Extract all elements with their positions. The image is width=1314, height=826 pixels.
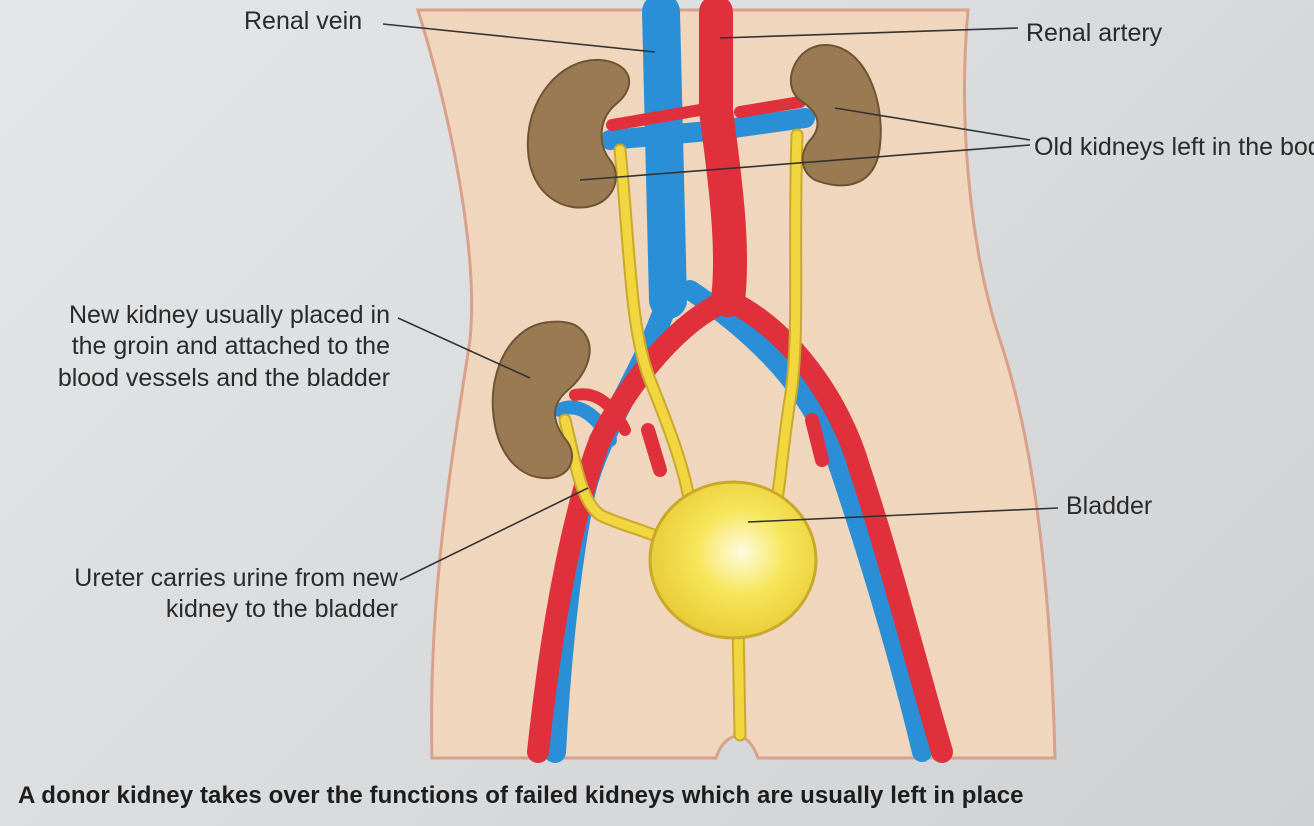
figure-caption: A donor kidney takes over the functions … bbox=[18, 782, 1024, 810]
label-new-kidney: New kidney usually placed in the groin a… bbox=[4, 300, 390, 394]
label-new-kidney-line2: the groin and attached to the bbox=[4, 331, 390, 362]
label-ureter-line2: kidney to the bladder bbox=[10, 594, 398, 625]
label-ureter: Ureter carries urine from new kidney to … bbox=[10, 563, 398, 626]
label-new-kidney-line1: New kidney usually placed in bbox=[4, 300, 390, 331]
bladder-shape bbox=[650, 482, 816, 638]
label-renal-artery: Renal artery bbox=[1026, 18, 1162, 49]
label-renal-vein: Renal vein bbox=[244, 6, 362, 37]
label-ureter-line1: Ureter carries urine from new bbox=[10, 563, 398, 594]
label-bladder: Bladder bbox=[1066, 491, 1152, 522]
label-new-kidney-line3: blood vessels and the bladder bbox=[4, 363, 390, 394]
label-old-kidneys: Old kidneys left in the bod bbox=[1034, 132, 1314, 163]
